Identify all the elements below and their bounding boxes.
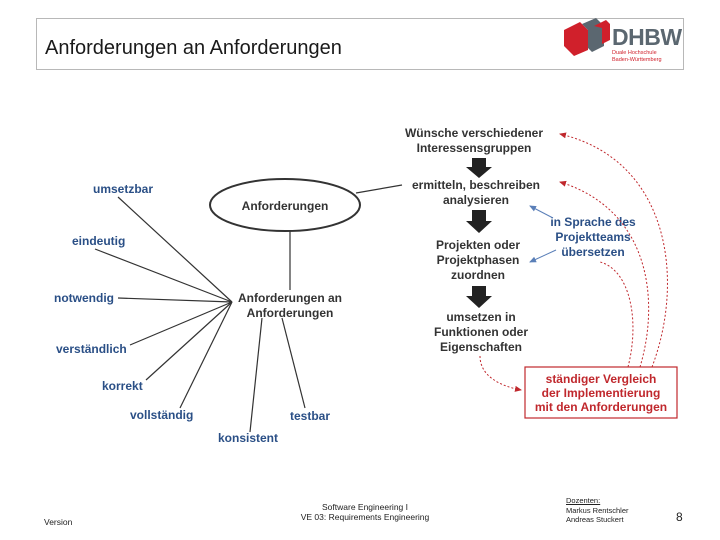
translate-note-line1: in Sprache des: [550, 215, 636, 229]
hub-label-line1: Anforderungen an: [238, 291, 342, 305]
process-arrow-2: [466, 210, 492, 233]
footer-lecturer-1: Markus Rentschler: [566, 505, 629, 515]
translate-note-line3: übersetzen: [561, 245, 624, 259]
footer-lecturers-label: Dozenten:: [566, 496, 601, 505]
criteria-spokes: [94, 196, 306, 433]
step-3-line2: Projektphasen: [437, 253, 520, 267]
criterion-verstaendlich: verständlich: [56, 342, 127, 356]
comparison-line1: ständiger Vergleich: [546, 372, 657, 386]
footer-version: Version: [44, 517, 73, 527]
step-2-line2: analysieren: [443, 193, 509, 207]
criterion-umsetzbar: umsetzbar: [93, 182, 153, 196]
ellipse-to-process-line: [355, 184, 403, 194]
translate-arrow-up: [529, 205, 554, 219]
step-1-line1: Wünsche verschiedener: [405, 126, 543, 140]
logo-subtitle-1: Duale Hochschule: [612, 50, 657, 56]
criterion-eindeutig: eindeutig: [72, 234, 125, 248]
footer-lecturer-2: Andreas Stuckert: [566, 515, 624, 524]
footer-course-line2: VE 03: Requirements Engineering: [300, 512, 430, 522]
translate-arrow-down: [529, 249, 557, 263]
process-arrow-3: [466, 286, 492, 308]
criterion-korrekt: korrekt: [102, 379, 143, 393]
step-2-line1: ermitteln, beschreiben: [412, 178, 540, 192]
process-arrow-1: [466, 158, 492, 178]
logo-text: DHBW: [612, 24, 682, 50]
comparison-box: [524, 366, 678, 419]
translate-note-line2: Projektteams: [555, 230, 631, 244]
hub-label-line2: Anforderungen: [247, 306, 334, 320]
step-4-line2: Funktionen oder: [434, 325, 528, 339]
dhbw-logo: [564, 18, 610, 56]
page-number: 8: [676, 510, 683, 524]
comparison-line3: mit den Anforderungen: [535, 400, 667, 414]
footer-course-line1: Software Engineering I: [322, 502, 408, 512]
step-1-line2: Interessensgruppen: [417, 141, 532, 155]
step-4-line1: umsetzen in: [446, 310, 515, 324]
logo-subtitle-2: Baden-Württemberg: [612, 57, 662, 63]
criterion-testbar: testbar: [290, 409, 330, 423]
step-4-line3: Eigenschaften: [440, 340, 522, 354]
footer-course: Software Engineering I VE 03: Requiremen…: [290, 502, 440, 522]
slide-title: Anforderungen an Anforderungen: [45, 37, 342, 59]
feedback-arrows: [479, 132, 668, 392]
criterion-notwendig: notwendig: [54, 291, 114, 305]
criterion-konsistent: konsistent: [218, 431, 278, 445]
comparison-line2: der Implementierung: [542, 386, 661, 400]
criterion-vollstaendig: vollständig: [130, 408, 193, 422]
central-ellipse: [209, 178, 361, 232]
step-3-line1: Projekten oder: [436, 238, 520, 252]
step-3-line3: zuordnen: [451, 268, 505, 282]
central-ellipse-label: Anforderungen: [242, 199, 329, 213]
title-box: Anforderungen an Anforderungen: [36, 18, 684, 70]
footer-lecturers: Dozenten: Markus Rentschler Andreas Stuc…: [566, 496, 629, 525]
